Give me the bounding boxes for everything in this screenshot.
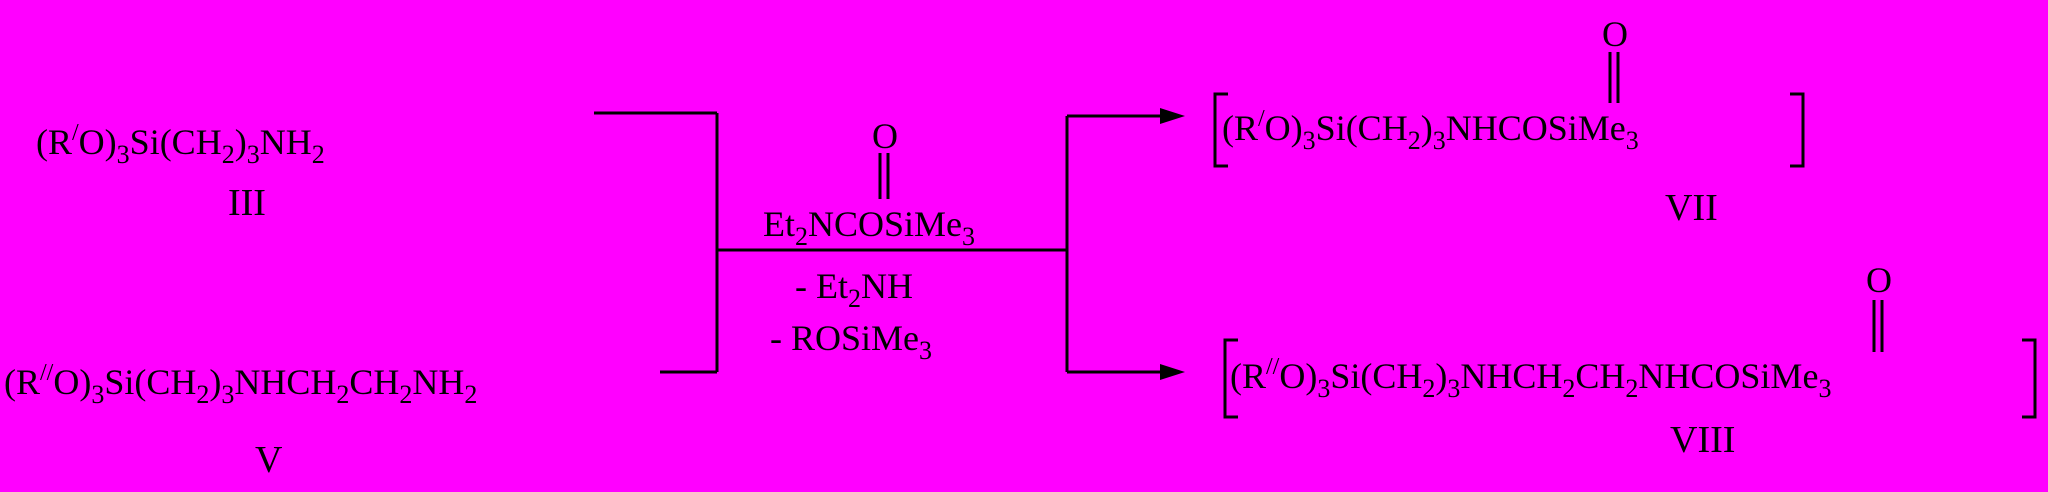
- product-1-label: VII: [1665, 187, 1718, 229]
- byproduct-diethylamine: - Et2NH: [795, 266, 913, 313]
- product-2-formula: (R//O)3Si(CH2)3NHCH2CH2NHCOSiMe3: [1230, 354, 1832, 403]
- byproduct-silyl-ether: - ROSiMe3: [770, 318, 933, 365]
- product-2-right-bracket: [2022, 338, 2037, 419]
- reactant-1-label: III: [228, 182, 266, 224]
- reactant-2-label: V: [255, 439, 283, 481]
- product-1-right-bracket: [1790, 92, 1805, 168]
- reagent-carbonyl-oxygen: O: [872, 116, 898, 156]
- arrowhead-product-1: [1160, 108, 1185, 124]
- product-2-left-bracket: [1223, 338, 1238, 419]
- product-1-carbonyl-oxygen: O: [1602, 14, 1628, 54]
- reactant-2-formula: (R//O)3Si(CH2)3NHCH2CH2NH2: [4, 360, 478, 409]
- product-2-label: VIII: [1670, 419, 1736, 461]
- product-1-formula: (R/O)3Si(CH2)3NHCOSiMe3: [1222, 106, 1639, 155]
- product-1-left-bracket: [1213, 92, 1228, 168]
- reactant-1-formula: (R/O)3Si(CH2)3NH2: [36, 120, 325, 169]
- product-2-carbonyl-oxygen: O: [1866, 260, 1892, 300]
- arrowhead-product-2: [1160, 364, 1185, 380]
- reagent-formula: Et2NCOSiMe3: [763, 204, 976, 251]
